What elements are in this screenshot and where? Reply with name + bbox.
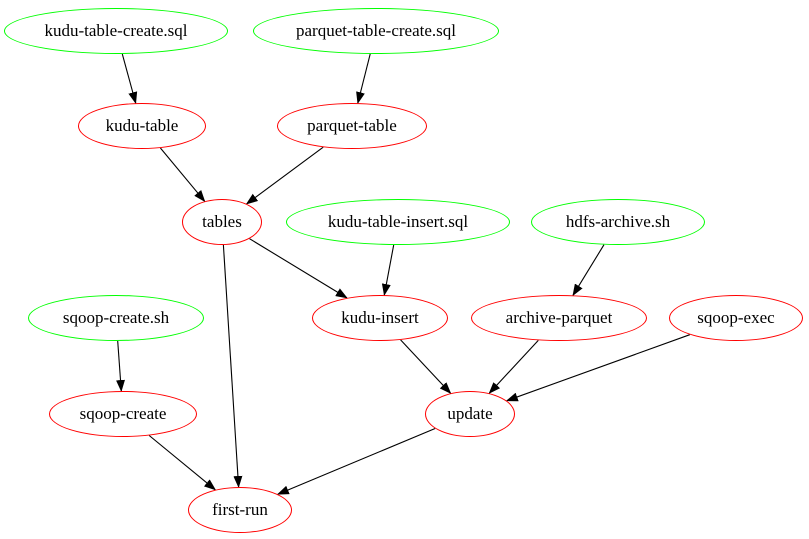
node-label: tables (202, 212, 242, 231)
node-kudu-table: kudu-table (78, 103, 206, 149)
node-update: update (425, 391, 515, 437)
node-archive-parquet: archive-parquet (471, 295, 647, 341)
node-label: kudu-table-create.sql (44, 21, 188, 40)
node-label: parquet-table (307, 116, 397, 135)
node-label: kudu-table-insert.sql (327, 212, 469, 231)
node-tables: tables (182, 199, 262, 245)
node-label: hdfs-archive.sh (565, 212, 671, 231)
node-kudu-insert: kudu-insert (312, 295, 448, 341)
node-parquet-table-create-sql: parquet-table-create.sql (253, 8, 499, 54)
node-sqoop-exec: sqoop-exec (669, 295, 803, 341)
node-label: sqoop-create (79, 404, 167, 423)
node-hdfs-archive-sh: hdfs-archive.sh (531, 199, 705, 245)
node-label: parquet-table-create.sql (296, 21, 456, 40)
edge-kt-to-tb (159, 147, 206, 203)
edge-ptcs-to-pt (356, 53, 371, 105)
edge-scs-to-sc (116, 340, 125, 392)
node-sqoop-create-sh: sqoop-create.sh (28, 295, 204, 341)
edge-up-to-fr (276, 427, 436, 495)
node-label: archive-parquet (505, 308, 613, 327)
node-label: update (447, 404, 493, 423)
edge-sc-to-fr (148, 435, 217, 491)
node-first-run: first-run (188, 487, 292, 533)
edge-ktis-to-ki (381, 244, 395, 296)
edge-se-to-up (505, 334, 690, 402)
edge-pt-to-tb (245, 146, 324, 205)
node-kudu-table-create-sql: kudu-table-create.sql (4, 8, 228, 54)
edge-tb-to-fr (222, 244, 243, 488)
node-label: kudu-table (105, 116, 179, 135)
node-parquet-table: parquet-table (277, 103, 427, 149)
node-sqoop-create: sqoop-create (49, 391, 197, 437)
edge-tb-to-ki (249, 238, 348, 299)
edge-ha-to-ap (572, 244, 605, 297)
edge-ap-to-up (488, 340, 539, 394)
node-label: sqoop-exec (697, 308, 775, 327)
node-kudu-table-insert-sql: kudu-table-insert.sql (286, 199, 510, 245)
node-label: sqoop-create.sh (62, 308, 170, 327)
edge-ktcs-to-kt (121, 53, 138, 105)
node-label: first-run (212, 500, 268, 519)
edge-ki-to-up (400, 339, 452, 395)
node-label: kudu-insert (341, 308, 419, 327)
